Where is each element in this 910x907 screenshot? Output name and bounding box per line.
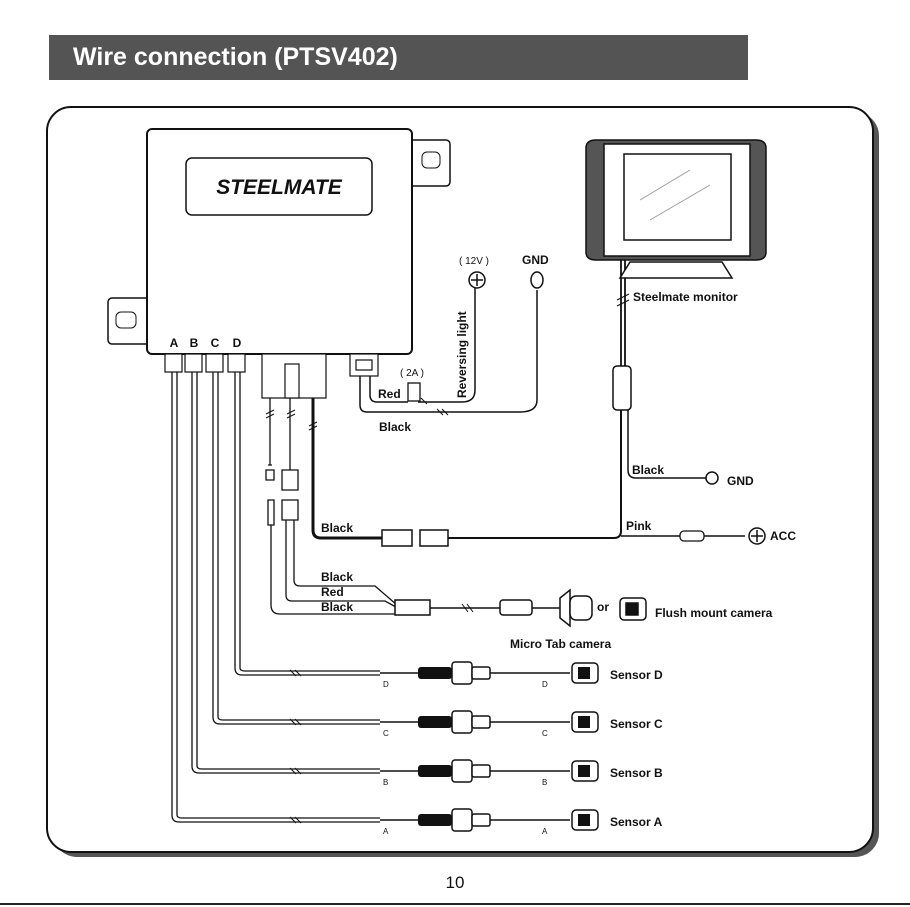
sensor-tag-a-left: A: [383, 827, 389, 836]
sensor-label-b: Sensor B: [610, 766, 663, 780]
monitor-pink-label: Pink: [626, 519, 652, 533]
video-cable-black-label: Black: [321, 521, 353, 535]
sensor-label-a: Sensor A: [610, 815, 663, 829]
micro-tab-camera-icon: [560, 590, 592, 626]
camera-wire-black-2: Black: [321, 600, 353, 614]
port-label-d: D: [233, 336, 242, 350]
fuse-label: ( 2A ): [400, 368, 424, 379]
monitor-label: Steelmate monitor: [633, 290, 738, 304]
flush-mount-camera-icon: [620, 598, 646, 620]
flush-mount-camera-label: Flush mount camera: [655, 606, 773, 620]
sensor-label-c: Sensor C: [610, 717, 663, 731]
steelmate-monitor: [586, 140, 766, 278]
port-d: [228, 354, 245, 372]
gnd-eyelet: [531, 272, 543, 288]
bottom-rule: [0, 903, 910, 905]
voltage-label: ( 12V ): [459, 256, 489, 267]
black-wire-label: Black: [379, 420, 411, 434]
reversing-light-label: Reversing light: [455, 311, 469, 398]
or-label: or: [597, 600, 609, 614]
camera-wire-red: Red: [321, 585, 344, 599]
sensor-tag-d-left: D: [383, 680, 389, 689]
monitor-gnd-label: GND: [727, 474, 754, 488]
micro-tab-camera-label: Micro Tab camera: [510, 637, 611, 651]
monitor-black-label: Black: [632, 463, 664, 477]
port-b: [185, 354, 202, 372]
fuse-holder: [408, 383, 420, 401]
port-label-b: B: [190, 336, 199, 350]
port-c: [206, 354, 223, 372]
red-wire-label: Red: [378, 387, 401, 401]
port-a: [165, 354, 182, 372]
sensor-tag-a-right: A: [542, 827, 548, 836]
sensor-label-d: Sensor D: [610, 668, 663, 682]
sensor-tag-b-right: B: [542, 778, 547, 787]
sensor-tag-c-left: C: [383, 729, 389, 738]
page-number: 10: [0, 873, 910, 893]
camera-wire-black-1: Black: [321, 570, 353, 584]
brand-logo: STEELMATE: [216, 176, 343, 199]
sensor-tag-b-left: B: [383, 778, 388, 787]
camera-splitter: [395, 600, 430, 615]
sensor-tag-c-right: C: [542, 729, 548, 738]
port-label-c: C: [211, 336, 220, 350]
acc-label: ACC: [770, 529, 796, 543]
power-gnd-label: GND: [522, 253, 549, 267]
port-label-a: A: [170, 336, 179, 350]
monitor-inline-module: [613, 366, 631, 410]
sensor-tag-d-right: D: [542, 680, 548, 689]
